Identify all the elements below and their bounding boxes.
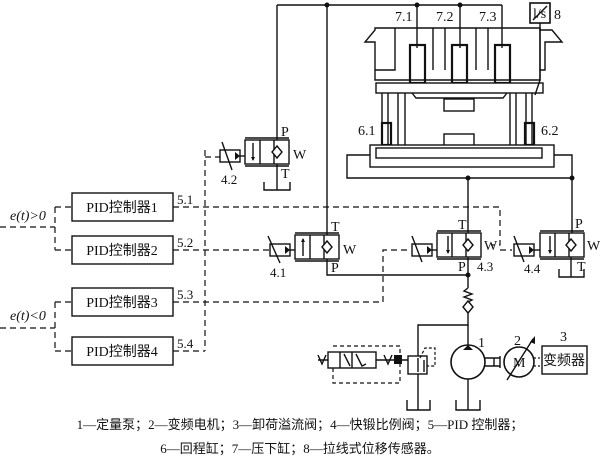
cylinder-7-3-label: 7.3 <box>479 10 497 25</box>
controller-group: PID控制器1 5.1 PID控制器2 5.2 PID控制器3 5.3 PID控… <box>0 192 194 366</box>
valve-4-2-port-t: T <box>281 167 290 182</box>
valve-4-4-port-w: W <box>587 239 600 254</box>
return-cylinder-6-1-label: 6.1 <box>358 124 376 139</box>
pid-controller-2-label: PID控制器2 <box>86 243 158 259</box>
pid-controller-1-label: PID控制器1 <box>86 200 158 216</box>
valve-4-2-port-w: W <box>293 148 307 163</box>
cylinder-feed-lines <box>416 5 503 48</box>
valve-4-4: P W T 4.4 <box>513 178 600 278</box>
sensor-label: 8 <box>554 8 561 23</box>
lower-die <box>443 133 475 147</box>
condition-positive-label: e(t)>0 <box>10 209 46 224</box>
valve-4-1-port-w: W <box>343 243 357 258</box>
cylinder-7-2 <box>450 43 469 85</box>
cylinder-7-1-label: 7.1 <box>395 10 413 25</box>
caption-line-1: 1—定量泵；2—变频电机；3—卸荷溢流阀；4—快锻比例阀；5—PID 控制器； <box>76 417 524 432</box>
pid-controller-4-label: PID控制器4 <box>86 344 158 360</box>
press-frame: 7.1 7.2 7.3 6.1 6.2 <box>277 2 575 181</box>
valve-4-3-port-p: P <box>458 260 466 275</box>
valve-4-2-label: 4.2 <box>221 172 237 187</box>
valve-4-4-port-p: P <box>575 217 583 232</box>
left-columns <box>381 93 406 150</box>
valve-4-3: T W P 4.3 <box>411 178 498 278</box>
valve-4-2: P W T 4.2 <box>219 5 307 191</box>
valve-4-3-port-t: T <box>458 218 467 233</box>
motor-symbol: M <box>513 356 526 371</box>
inverter-label: 变频器 <box>543 353 585 369</box>
press-base-inner <box>375 147 543 159</box>
fixed-displacement-pump: 1 <box>450 325 501 411</box>
valve-4-1-port-t: T <box>331 220 340 235</box>
signal-5-3 <box>173 249 408 303</box>
sensor-symbol: l/s <box>533 7 546 22</box>
frequency-inverter: 变频器 3 <box>541 330 588 375</box>
unloading-relief-valve <box>317 345 436 411</box>
pid-controller-2-id: 5.2 <box>177 235 193 250</box>
right-columns <box>509 93 533 150</box>
variable-frequency-motor: M 2 <box>503 334 542 381</box>
condition-negative-label: e(t)<0 <box>10 309 46 324</box>
upper-crossbeam <box>375 82 544 94</box>
signal-lines <box>173 150 512 352</box>
pid-controller-4: PID控制器4 5.4 <box>71 336 194 366</box>
upper-die <box>443 98 475 112</box>
valve-4-1-port-p: P <box>331 261 339 276</box>
valve-4-3-port-w: W <box>484 239 498 254</box>
valve-4-3-label: 4.3 <box>477 259 493 274</box>
pump-label: 1 <box>478 336 485 351</box>
valve-4-4-label: 4.4 <box>524 261 541 276</box>
caption-line-2: 6—回程缸；7—压下缸；8—拉线式位移传感器。 <box>160 441 440 456</box>
cylinder-7-1 <box>408 43 427 85</box>
check-valve <box>417 275 474 356</box>
cylinder-7-2-label: 7.2 <box>436 10 454 25</box>
sensor-wire <box>534 23 541 96</box>
displacement-sensor: l/s 8 <box>529 2 561 96</box>
inverter-id: 3 <box>560 330 567 345</box>
valve-4-2-port-p: P <box>281 125 289 140</box>
valve-4-4-port-t: T <box>577 260 586 275</box>
pid-controller-3-id: 5.3 <box>177 287 193 302</box>
pid-controller-3: PID控制器3 5.3 <box>71 287 193 317</box>
pid-controller-1-id: 5.1 <box>177 192 193 207</box>
return-cylinder-6-1 <box>380 121 393 147</box>
positive-branch-line <box>0 206 72 251</box>
pid-controller-1: PID控制器1 5.1 <box>71 192 193 222</box>
valve-4-1-label: 4.1 <box>270 265 286 280</box>
signal-5-1 <box>173 206 501 246</box>
return-line <box>346 154 573 179</box>
valve-4-1: T W P 4.1 <box>267 5 468 280</box>
pid-controller-3-label: PID控制器3 <box>86 295 158 311</box>
cylinder-7-3 <box>493 43 512 85</box>
negative-branch-line <box>0 301 72 352</box>
motor-label: 2 <box>514 334 521 349</box>
pid-controller-4-id: 5.4 <box>177 336 194 351</box>
return-cylinder-6-2-label: 6.2 <box>541 124 559 139</box>
